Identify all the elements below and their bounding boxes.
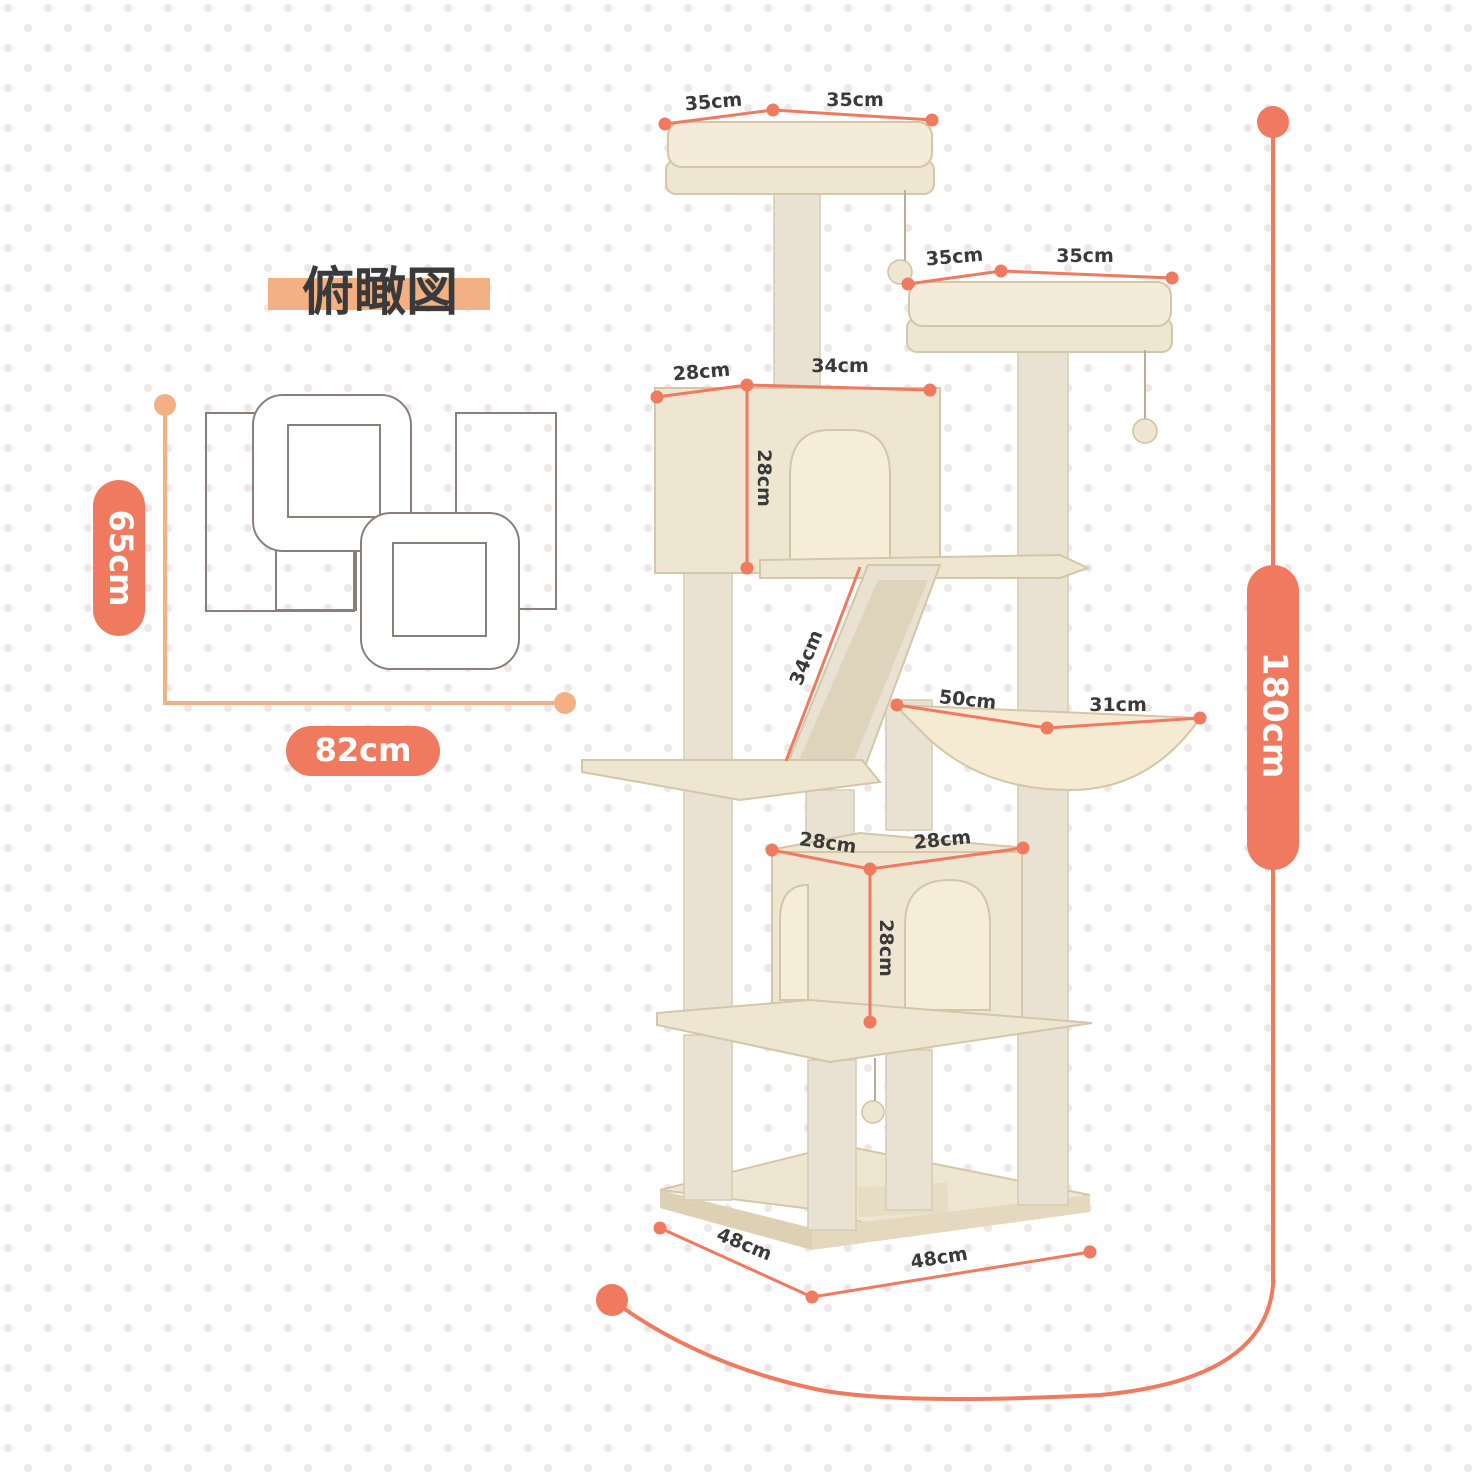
post-front-base: [807, 1059, 857, 1231]
marker-dot: [890, 698, 904, 712]
base-board-front: [660, 1190, 812, 1250]
second-perch-toy-ball: [1132, 418, 1158, 444]
post-left-lower: [683, 784, 733, 1026]
top-view-title: 俯瞰図: [302, 263, 458, 323]
depth-label: 65cm: [102, 510, 140, 607]
marker-dot: [658, 117, 672, 131]
floor-plan: [205, 394, 557, 670]
marker-dot: [863, 1015, 877, 1029]
total-height-pill: [1247, 565, 1299, 870]
plan-perch-bottom-inner: [392, 542, 487, 637]
left-platform: [581, 759, 882, 802]
height-guide-dot-top: [1257, 106, 1289, 138]
marker-dot: [740, 561, 754, 575]
marker-dot: [1016, 841, 1030, 855]
marker-dot: [863, 862, 877, 876]
dimension-labels: 35cm 35cm 35cm 35cm 28cm 34cm 28cm 34cm …: [672, 89, 1147, 1274]
second-perch-cushion: [908, 281, 1172, 327]
total-height-guide: [610, 122, 1275, 1401]
post-center-base: [885, 1049, 933, 1211]
top-perch-cushion: [667, 121, 933, 168]
title-highlight: [268, 278, 490, 310]
marker-dot: [766, 103, 780, 117]
guide-dot-top: [154, 394, 176, 416]
ramp-sisal: [800, 580, 928, 765]
top-view-dimension-guide: [163, 405, 565, 705]
upper-condo-height: 28cm: [753, 449, 775, 507]
marker-dot: [901, 277, 915, 291]
guide-dot-right: [554, 692, 576, 714]
upper-condo-depth: 28cm: [672, 359, 731, 386]
total-height-label: 180cm: [1255, 652, 1295, 779]
upper-condo-width: 34cm: [811, 355, 869, 377]
second-perch-depth: 35cm: [925, 244, 984, 271]
marker-dot: [1083, 1245, 1097, 1259]
marker-dot: [805, 1290, 819, 1304]
depth-pill: [93, 480, 145, 636]
lower-condo-opening-right: [904, 878, 991, 1011]
width-pill: [286, 726, 440, 776]
second-perch-width: 35cm: [1056, 245, 1114, 267]
lower-condo-opening-left: [779, 883, 809, 1001]
plan-perch-top-inner: [287, 424, 381, 518]
marker-dot: [1165, 271, 1179, 285]
marker-dot: [1193, 711, 1207, 725]
marker-dot: [650, 390, 664, 404]
marker-dot: [994, 264, 1008, 278]
top-perch-width: 35cm: [826, 89, 884, 111]
plan-perch-top: [252, 394, 412, 552]
top-view-section: 俯瞰図 65cm 82cm: [93, 263, 576, 776]
hammock: [892, 703, 1202, 792]
marker-dot: [765, 843, 779, 857]
post-left-base: [683, 1034, 733, 1201]
post-left-upper: [683, 569, 733, 766]
upper-condo-opening: [789, 429, 891, 561]
marker-dot: [740, 378, 754, 392]
lower-platform-toy-ball: [861, 1100, 885, 1124]
hammock-depth: 31cm: [1089, 694, 1147, 716]
lower-platform: [656, 998, 1093, 1064]
height-guide-dot-base: [596, 1284, 628, 1316]
plan-perch-bottom: [360, 512, 520, 670]
dimension-markers: [650, 103, 1207, 1304]
base-board-front-right: [812, 1195, 1090, 1250]
marker-dot: [653, 1221, 667, 1235]
top-perch-depth: 35cm: [684, 89, 743, 116]
lower-condo-height: 28cm: [875, 919, 897, 977]
marker-dot: [923, 383, 937, 397]
width-label: 82cm: [315, 731, 412, 769]
marker-dot: [925, 113, 939, 127]
marker-dot: [1040, 721, 1054, 735]
